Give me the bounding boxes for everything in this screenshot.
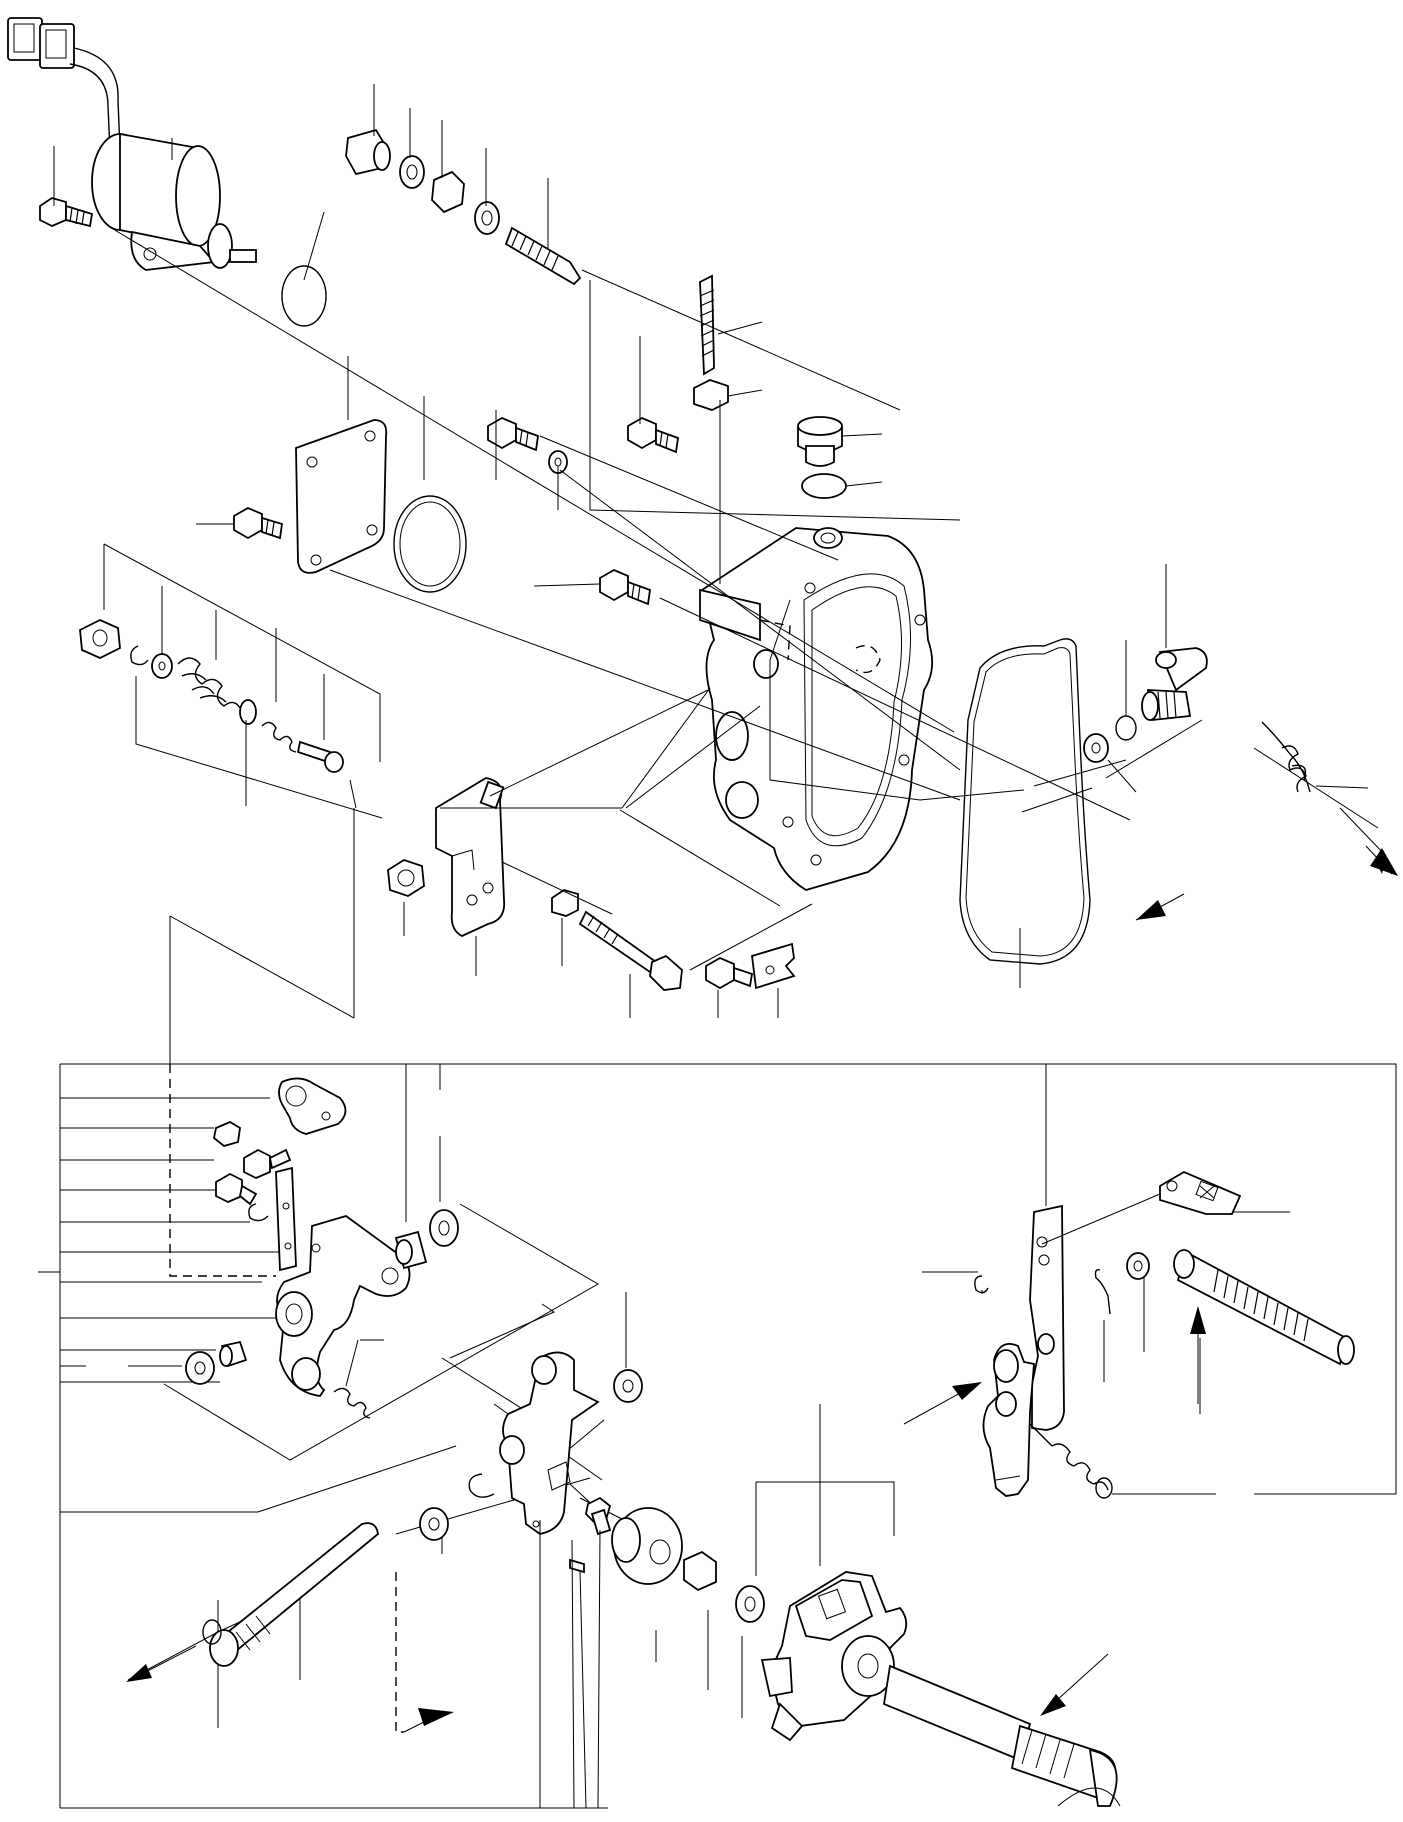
housing-bolt-center bbox=[599, 568, 651, 606]
spring-pin bbox=[296, 740, 344, 773]
spring-stack-bracket bbox=[103, 543, 383, 1064]
assembly-guide-lines bbox=[107, 225, 1379, 971]
lock-plate bbox=[751, 942, 796, 990]
small-washer-right bbox=[1126, 1252, 1150, 1280]
small-nut bbox=[551, 889, 579, 917]
pin-leader-rods bbox=[539, 1520, 601, 1809]
adjuster-washer-1 bbox=[399, 155, 425, 189]
leader-comb-left bbox=[38, 1097, 457, 1513]
large-o-ring bbox=[393, 495, 467, 593]
stop-solenoid bbox=[91, 132, 257, 271]
adjusting-screw bbox=[504, 226, 582, 286]
thrust-washer-center bbox=[613, 1369, 643, 1403]
lower-assembly-frame bbox=[59, 1063, 1397, 1809]
lower-dash-guide bbox=[169, 1064, 404, 1733]
spacer-washer bbox=[429, 1209, 459, 1247]
spring-stack-washer bbox=[151, 653, 173, 679]
pivot-washer bbox=[419, 1507, 449, 1541]
e-clip bbox=[468, 1473, 495, 1498]
lock-washer-lower bbox=[735, 1585, 765, 1623]
lever-bracket bbox=[435, 777, 506, 937]
linkage-arrows bbox=[903, 1306, 1206, 1425]
long-stop-bolt bbox=[578, 910, 683, 991]
lever-link-strip bbox=[275, 1166, 297, 1272]
solenoid-o-ring bbox=[281, 265, 327, 327]
link-rod-end bbox=[1041, 1170, 1242, 1245]
r-clip bbox=[1094, 1268, 1111, 1315]
lever-washer bbox=[1083, 733, 1109, 763]
cover-bolt-middle bbox=[487, 416, 539, 452]
flange-nut bbox=[387, 859, 425, 897]
spring-washer-small bbox=[239, 699, 257, 725]
arrows-lower-left bbox=[126, 1645, 454, 1733]
lock-bolt bbox=[705, 956, 754, 990]
stop-cap bbox=[611, 1507, 683, 1585]
housing-bolt-top bbox=[627, 416, 679, 454]
lever-pin bbox=[585, 1496, 612, 1536]
leader-lines-upper bbox=[53, 84, 1369, 1018]
floating-lever bbox=[275, 1215, 411, 1397]
linkage-leaders bbox=[981, 1196, 1290, 1294]
lever-spring-small bbox=[333, 1387, 371, 1419]
lever-bolt-b bbox=[215, 1172, 258, 1206]
spring-stack-nut bbox=[79, 619, 121, 659]
governor-weight-bracket bbox=[755, 1404, 895, 1576]
spring-guide-rod bbox=[1173, 1249, 1355, 1366]
pin-small bbox=[213, 1120, 241, 1147]
connector-wire bbox=[69, 47, 121, 153]
arrow-lower-right bbox=[1040, 1653, 1109, 1716]
electrical-connector bbox=[7, 17, 75, 69]
dowel-pin bbox=[569, 1558, 585, 1574]
idle-spring bbox=[261, 721, 297, 753]
adjuster-nut bbox=[431, 170, 465, 214]
lever-cap-plate bbox=[278, 1077, 347, 1135]
leader-lines-lower bbox=[217, 1064, 1288, 1728]
governor-spring bbox=[177, 657, 241, 709]
cover-bolt-left bbox=[233, 506, 284, 540]
lever-bolt-a bbox=[243, 1148, 292, 1179]
spacer-bushing bbox=[394, 1230, 428, 1270]
cover-plate-gasket bbox=[295, 419, 388, 574]
lever-pin-clip bbox=[974, 1275, 989, 1294]
drive-shaft bbox=[883, 1664, 1121, 1807]
control-shaft bbox=[209, 1522, 379, 1667]
return-spring bbox=[1261, 721, 1311, 793]
tension-spring bbox=[1029, 1423, 1113, 1499]
plug-gasket bbox=[801, 473, 847, 499]
shaft-o-ring bbox=[202, 1619, 222, 1645]
speed-lever-shaft bbox=[1141, 647, 1208, 721]
small-washer-middle bbox=[548, 450, 568, 474]
thrust-washer-left bbox=[185, 1351, 215, 1385]
arrows-upper bbox=[1135, 807, 1398, 921]
governor-housing bbox=[699, 527, 934, 891]
lock-nut-lower bbox=[683, 1550, 717, 1592]
lever-o-ring bbox=[1115, 715, 1137, 741]
bushing-left bbox=[219, 1340, 248, 1368]
snap-ring-lever bbox=[248, 1203, 269, 1222]
tension-lever bbox=[982, 1342, 1035, 1497]
snap-ring-left bbox=[130, 645, 149, 666]
adjuster-washer-2 bbox=[474, 201, 500, 235]
control-lever bbox=[499, 1351, 600, 1535]
housing-gasket bbox=[959, 638, 1091, 965]
vertical-screw-nut bbox=[693, 379, 729, 411]
linkage-plate bbox=[1029, 1204, 1065, 1431]
governor-weight-assembly bbox=[760, 1571, 908, 1742]
cap-nut bbox=[345, 128, 391, 176]
filler-plug bbox=[797, 416, 843, 467]
solenoid-bolt bbox=[39, 197, 94, 228]
